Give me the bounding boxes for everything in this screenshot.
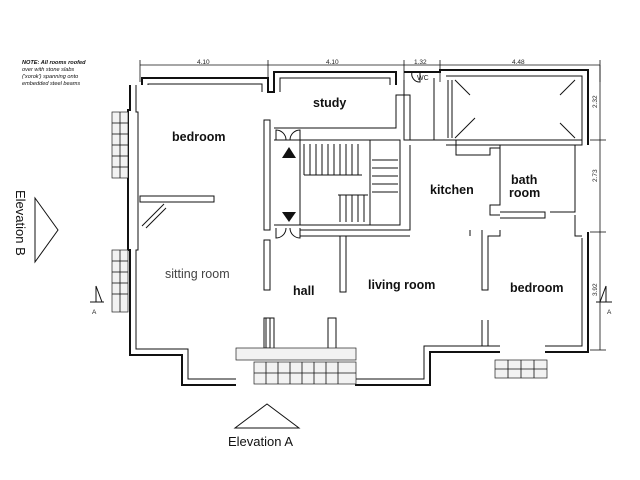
- elevation-a-label: Elevation A: [228, 434, 293, 449]
- outer-walls: [127, 69, 589, 386]
- stair-treads-lower: [338, 159, 398, 222]
- note-line-2: over with stone slabs: [22, 67, 74, 73]
- stair-up-arrow-icon: [282, 147, 296, 158]
- elevation-b-marker: Elevation B: [13, 190, 59, 264]
- section-marker-right: A: [596, 285, 612, 316]
- brick-bays: [111, 111, 548, 385]
- elevation-a-marker: Elevation A: [228, 403, 301, 449]
- doors: [275, 71, 576, 239]
- stair-treads-upper: [303, 144, 362, 176]
- dim-top-2: 4.10: [326, 59, 339, 66]
- dim-top-4: 4.48: [512, 59, 525, 66]
- dim-right-1: 2.32: [592, 95, 599, 108]
- room-label-bath-line-1: bath: [511, 173, 537, 187]
- inner-walls: [139, 78, 583, 350]
- room-label-kitchen: kitchen: [430, 183, 474, 197]
- note-line-3: ('xorok') spanning onto: [22, 74, 78, 80]
- stair-down-arrow-icon: [282, 212, 296, 222]
- note-line-4: embedded steel beams: [22, 81, 80, 87]
- dim-right-3: 3.92: [592, 283, 599, 296]
- room-label-wc: WC: [417, 75, 429, 82]
- dim-top-3: 1.32: [414, 59, 427, 66]
- room-label-bedroom-left: bedroom: [172, 130, 225, 144]
- section-marker-left: A: [90, 285, 104, 316]
- room-label-hall: hall: [293, 284, 315, 298]
- note-line-1: NOTE: All rooms roofed: [22, 60, 86, 66]
- room-label-study: study: [313, 96, 346, 110]
- room-label-bath-line-2: room: [509, 186, 540, 200]
- room-label-living-room: living room: [368, 278, 435, 292]
- room-label-bedroom-right: bedroom: [510, 281, 563, 295]
- room-label-sitting-room: sitting room: [165, 267, 230, 281]
- elevation-b-label: Elevation B: [13, 190, 28, 256]
- right-dimension-chain: 2.32 2.73 3.92: [590, 65, 606, 351]
- dim-top-1: 4.10: [197, 59, 210, 66]
- dim-right-2: 2.73: [592, 169, 599, 182]
- note-block: NOTE: All rooms roofed over with stone s…: [22, 60, 86, 87]
- section-label-right: A: [607, 309, 612, 316]
- section-label-left: A: [92, 309, 97, 316]
